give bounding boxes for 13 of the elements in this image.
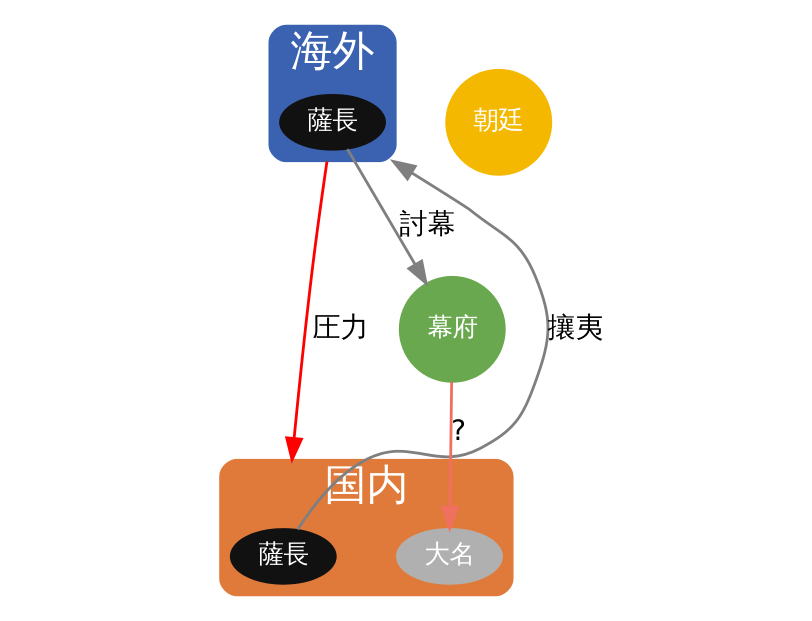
- edge-label: 圧力: [312, 310, 368, 344]
- node-ellipse: 薩長: [278, 94, 386, 151]
- node-ellipse: 大名: [396, 528, 502, 585]
- node-ellipse: 薩長: [229, 528, 336, 585]
- edge-label: ?: [450, 414, 466, 447]
- arrow: [440, 382, 459, 533]
- edge-label: 攘夷: [546, 310, 603, 344]
- arrow: [296, 159, 549, 530]
- arrow: [346, 148, 428, 287]
- edge-label: 討幕: [399, 206, 456, 240]
- node-circle: 朝廷: [444, 68, 552, 176]
- arrow: [284, 161, 328, 464]
- node-circle: 幕府: [398, 276, 506, 383]
